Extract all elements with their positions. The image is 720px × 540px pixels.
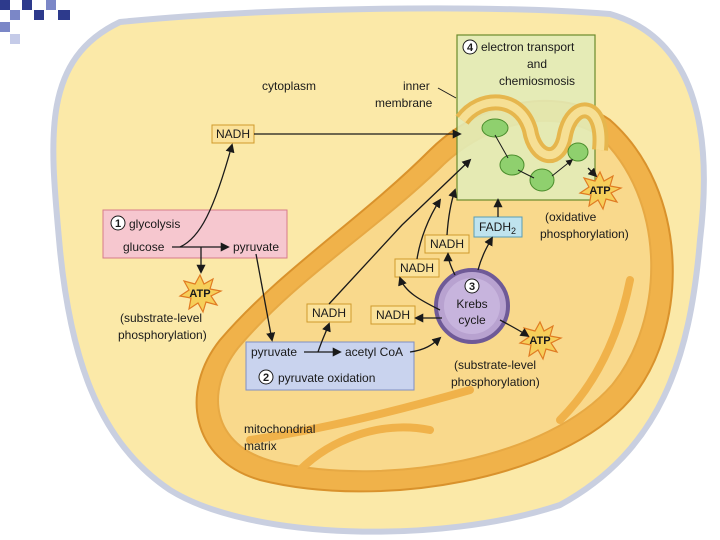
nadh-box-cytoplasm: NADH [211, 124, 255, 144]
etc-title-line-2: and [527, 57, 547, 71]
substrate-level-label-2-line-1: (substrate-level [454, 358, 536, 372]
pyruvate-label-glycolysis: pyruvate [233, 240, 279, 254]
oxidative-label-line-1: (oxidative [545, 210, 597, 224]
step-4-badge [462, 39, 478, 55]
substrate-level-label-1-line-2: phosphorylation) [118, 328, 207, 342]
atp-label-oxidative: ATP [589, 185, 610, 197]
nadh-box-krebs-3: NADH [424, 234, 470, 254]
krebs-title-line-1: Krebs [456, 297, 487, 311]
nadh-box-krebs-2: NADH [394, 258, 440, 278]
nadh-label-krebs-3: NADH [430, 237, 464, 251]
nadh-label-cytoplasm: NADH [216, 127, 250, 141]
atp-starburst-glycolysis [178, 273, 223, 314]
fadh2-label-subscript: 2 [511, 226, 516, 236]
nadh-label-krebs-1: NADH [376, 308, 410, 322]
etc-title-line-1: electron transport [481, 40, 575, 54]
krebs-cycle: 3 Krebs cycle [434, 268, 510, 344]
fadh2-label: FADH2 [479, 220, 516, 236]
atp-label-krebs: ATP [529, 335, 550, 347]
etc-title-line-3: chemiosmosis [499, 74, 575, 88]
acetyl-coa-label: acetyl CoA [345, 345, 403, 359]
step-3-number: 3 [469, 281, 475, 293]
pyruvate-label-oxidation: pyruvate [251, 345, 297, 359]
slide-corner-decoration [0, 0, 70, 44]
substrate-level-label-1-line-1: (substrate-level [120, 311, 202, 325]
nadh-box-krebs-1: NADH [370, 305, 416, 325]
pyruvate-oxidation-title: pyruvate oxidation [278, 371, 375, 385]
etc-label: 4 electron transport and chemiosmosis [462, 39, 575, 88]
step-1-number: 1 [115, 218, 121, 230]
glycolysis-title: glycolysis [129, 217, 180, 231]
electron-transport-chain-proteins [481, 118, 589, 192]
nadh-box-pyruvate-oxidation: NADH [306, 303, 352, 323]
pyruvate-oxidation-box: pyruvate acetyl CoA 2 pyruvate oxidation [245, 341, 415, 391]
inner-membrane-label-line-1: inner [403, 79, 430, 93]
nadh-label-pyruvate-oxidation: NADH [312, 306, 346, 320]
atp-star-oxidative: ATP [578, 170, 623, 211]
krebs-title-line-2: cycle [458, 313, 486, 327]
fadh2-box: FADH2 [473, 216, 523, 238]
atp-star-glycolysis: ATP [178, 273, 223, 314]
step-4-number: 4 [467, 42, 474, 54]
step-2-badge [258, 369, 274, 385]
cytoplasm-label: cytoplasm [262, 79, 316, 93]
atp-starburst-oxidative [578, 170, 623, 211]
mitochondrial-matrix-label-line-2: matrix [244, 439, 277, 453]
mitochondrial-matrix-label-line-1: mitochondrial [244, 422, 315, 436]
inner-membrane-label-line-2: membrane [375, 96, 433, 110]
oxidative-label-line-2: phosphorylation) [540, 227, 629, 241]
inner-membrane-folds [455, 94, 609, 163]
step-3-badge [464, 278, 480, 294]
substrate-level-label-2-line-2: phosphorylation) [451, 375, 540, 389]
pathway-arrows [172, 129, 598, 357]
glucose-label: glucose [123, 240, 165, 254]
step-1-badge [110, 215, 126, 231]
fadh2-label-base: FADH [479, 220, 511, 234]
nadh-label-krebs-2: NADH [400, 261, 434, 275]
atp-label-glycolysis: ATP [189, 288, 210, 300]
glycolysis-box: 1 glycolysis glucose pyruvate [102, 209, 288, 259]
step-2-number: 2 [263, 372, 269, 384]
